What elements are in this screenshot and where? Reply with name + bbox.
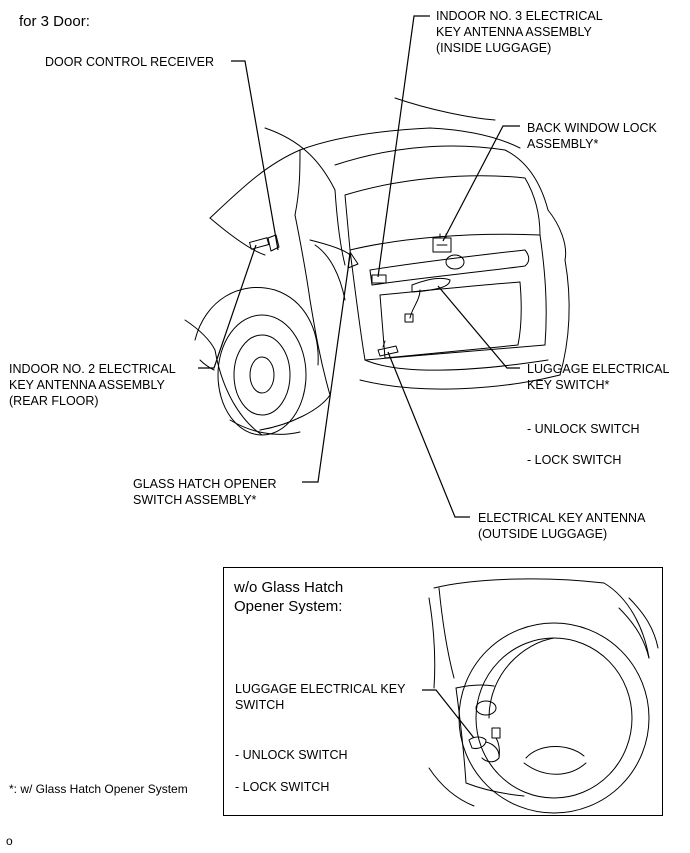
label-indoor-no2-antenna: INDOOR NO. 2 ELECTRICAL KEY ANTENNA ASSE… (9, 361, 176, 409)
label-line: INDOOR NO. 2 ELECTRICAL (9, 362, 176, 376)
label-line: (INSIDE LUGGAGE) (436, 41, 552, 55)
inset-label-lock-switch: - LOCK SWITCH (235, 780, 330, 794)
label-line: INDOOR NO. 3 ELECTRICAL (436, 9, 603, 23)
label-line: SWITCH ASSEMBLY* (133, 493, 257, 507)
label-indoor-no3-antenna: INDOOR NO. 3 ELECTRICAL KEY ANTENNA ASSE… (436, 8, 603, 56)
label-line: SWITCH (235, 698, 285, 712)
label-electrical-key-antenna: ELECTRICAL KEY ANTENNA (OUTSIDE LUGGAGE) (478, 510, 645, 542)
variant-title: for 3 Door: (19, 13, 90, 30)
label-glass-hatch-opener: GLASS HATCH OPENER SWITCH ASSEMBLY* (133, 476, 277, 508)
inset-title: w/o Glass Hatch Opener System: (234, 578, 343, 616)
figure-code: o (6, 834, 13, 848)
label-back-window-lock: BACK WINDOW LOCK ASSEMBLY* (527, 120, 657, 152)
inset-label-unlock-switch: - UNLOCK SWITCH (235, 748, 348, 762)
label-line: KEY ANTENNA ASSEMBLY (9, 378, 165, 392)
inset-title-line: w/o Glass Hatch (234, 579, 344, 596)
label-door-control-receiver: DOOR CONTROL RECEIVER (45, 55, 215, 69)
footnote: *: w/ Glass Hatch Opener System (9, 782, 188, 796)
label-line: (OUTSIDE LUGGAGE) (478, 527, 608, 541)
label-line: ASSEMBLY* (527, 137, 599, 151)
label-unlock-switch: - UNLOCK SWITCH (527, 422, 640, 436)
inset-vehicle-illustration (422, 578, 659, 814)
label-luggage-key-switch: LUGGAGE ELECTRICAL KEY SWITCH* (527, 361, 669, 393)
label-line: BACK WINDOW LOCK (527, 121, 657, 135)
inset-panel: w/o Glass Hatch Opener System: LUGGAGE E… (223, 567, 663, 816)
label-line: GLASS HATCH OPENER (133, 477, 277, 491)
inset-label-luggage-key-switch: LUGGAGE ELECTRICAL KEY SWITCH (235, 681, 405, 713)
label-line: KEY SWITCH* (527, 378, 610, 392)
label-lock-switch: - LOCK SWITCH (527, 453, 622, 467)
label-line: LUGGAGE ELECTRICAL (527, 362, 670, 376)
inset-title-line: Opener System: (234, 598, 343, 615)
label-line: (REAR FLOOR) (9, 394, 99, 408)
label-line: ELECTRICAL KEY ANTENNA (478, 511, 646, 525)
label-line: KEY ANTENNA ASSEMBLY (436, 25, 592, 39)
label-line: LUGGAGE ELECTRICAL KEY (235, 682, 406, 696)
